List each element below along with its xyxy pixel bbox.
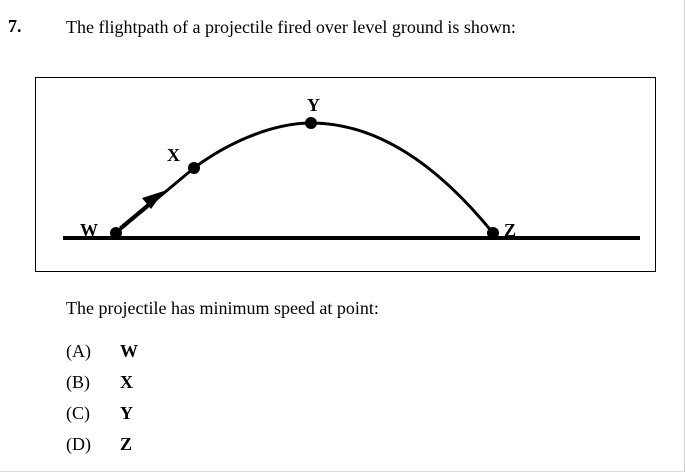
question-prompt: The projectile has minimum speed at poin… [66,298,379,318]
point-w-dot [110,227,122,239]
option-answer: X [120,372,133,392]
point-w-label: W [80,220,98,240]
projectile-figure: W X Y Z [35,77,656,272]
flight-path [115,121,495,235]
option-letter: (B) [66,372,90,392]
option-answer: W [120,341,138,361]
option-letter: (C) [66,403,90,423]
point-x-dot [188,162,200,174]
option-answer: Z [120,434,133,454]
point-x-label: X [167,145,180,165]
velocity-arrow-head [142,191,164,209]
question-number: 7. [8,16,22,36]
point-y-dot [305,117,317,129]
option-letter: (D) [66,434,91,454]
option-letter: (A) [66,341,91,361]
point-z-label: Z [504,220,516,240]
question-stem: The flightpath of a projectile fired ove… [66,17,516,37]
point-y-label: Y [307,95,320,115]
point-z-dot [487,227,499,239]
option-answer: Y [120,403,133,423]
velocity-arrow-shaft [119,201,151,230]
projectile-diagram: W X Y Z [63,95,640,240]
